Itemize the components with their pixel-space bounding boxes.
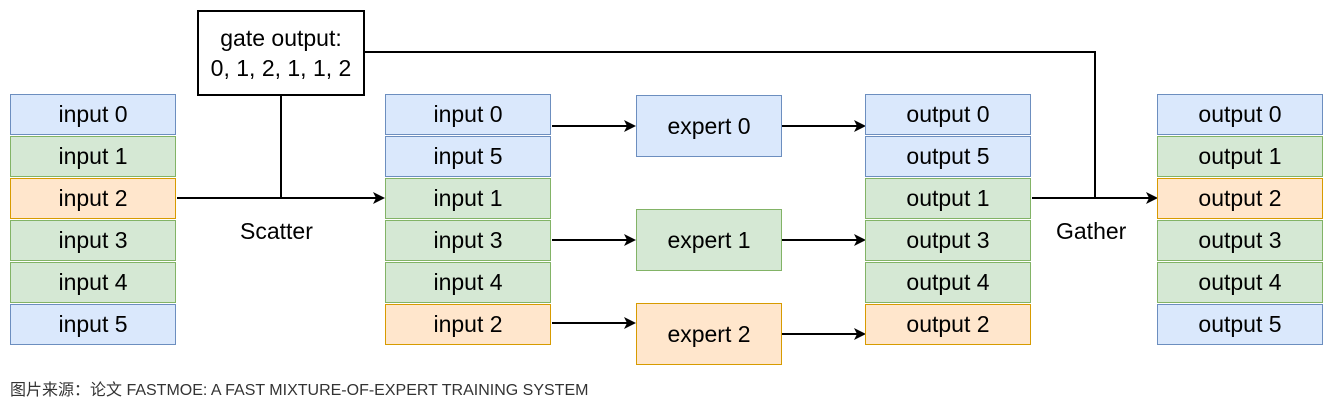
gather-label: Gather: [1056, 218, 1127, 244]
expert-1-box: expert 1: [636, 209, 782, 271]
input-cell-5: input 5: [10, 304, 176, 345]
input-cell-3: input 3: [10, 220, 176, 261]
expert-output-cell-4: output 4: [865, 262, 1031, 303]
output-cell-1: output 1: [1157, 136, 1323, 177]
scattered-cell-5: input 2: [385, 304, 551, 345]
gate-output-title: gate output:: [220, 25, 342, 51]
output-cell-5: output 5: [1157, 304, 1323, 345]
expert-output-cell-3: output 3: [865, 220, 1031, 261]
gate-output-box: gate output: 0, 1, 2, 1, 1, 2: [197, 10, 365, 96]
gate-to-gather-line: [365, 51, 1096, 198]
input-cell-2: input 2: [10, 178, 176, 219]
output-cell-0: output 0: [1157, 94, 1323, 135]
expert-0-box: expert 0: [636, 95, 782, 157]
image-source-caption: 图片来源：论文 FASTMOE: A FAST MIXTURE-OF-EXPER…: [10, 382, 589, 399]
scattered-cell-3: input 3: [385, 220, 551, 261]
scattered-cell-0: input 0: [385, 94, 551, 135]
scattered-cell-1: input 5: [385, 136, 551, 177]
scattered-cell-2: input 1: [385, 178, 551, 219]
expert-output-cell-2: output 1: [865, 178, 1031, 219]
output-cell-2: output 2: [1157, 178, 1323, 219]
scattered-cell-4: input 4: [385, 262, 551, 303]
scatter-label: Scatter: [240, 218, 313, 244]
expert-output-cell-1: output 5: [865, 136, 1031, 177]
output-cell-3: output 3: [1157, 220, 1323, 261]
output-cell-4: output 4: [1157, 262, 1323, 303]
input-cell-4: input 4: [10, 262, 176, 303]
expert-2-box: expert 2: [636, 303, 782, 365]
input-cell-1: input 1: [10, 136, 176, 177]
gate-output-values: 0, 1, 2, 1, 1, 2: [210, 55, 352, 81]
expert-output-cell-5: output 2: [865, 304, 1031, 345]
expert-output-cell-0: output 0: [865, 94, 1031, 135]
input-cell-0: input 0: [10, 94, 176, 135]
